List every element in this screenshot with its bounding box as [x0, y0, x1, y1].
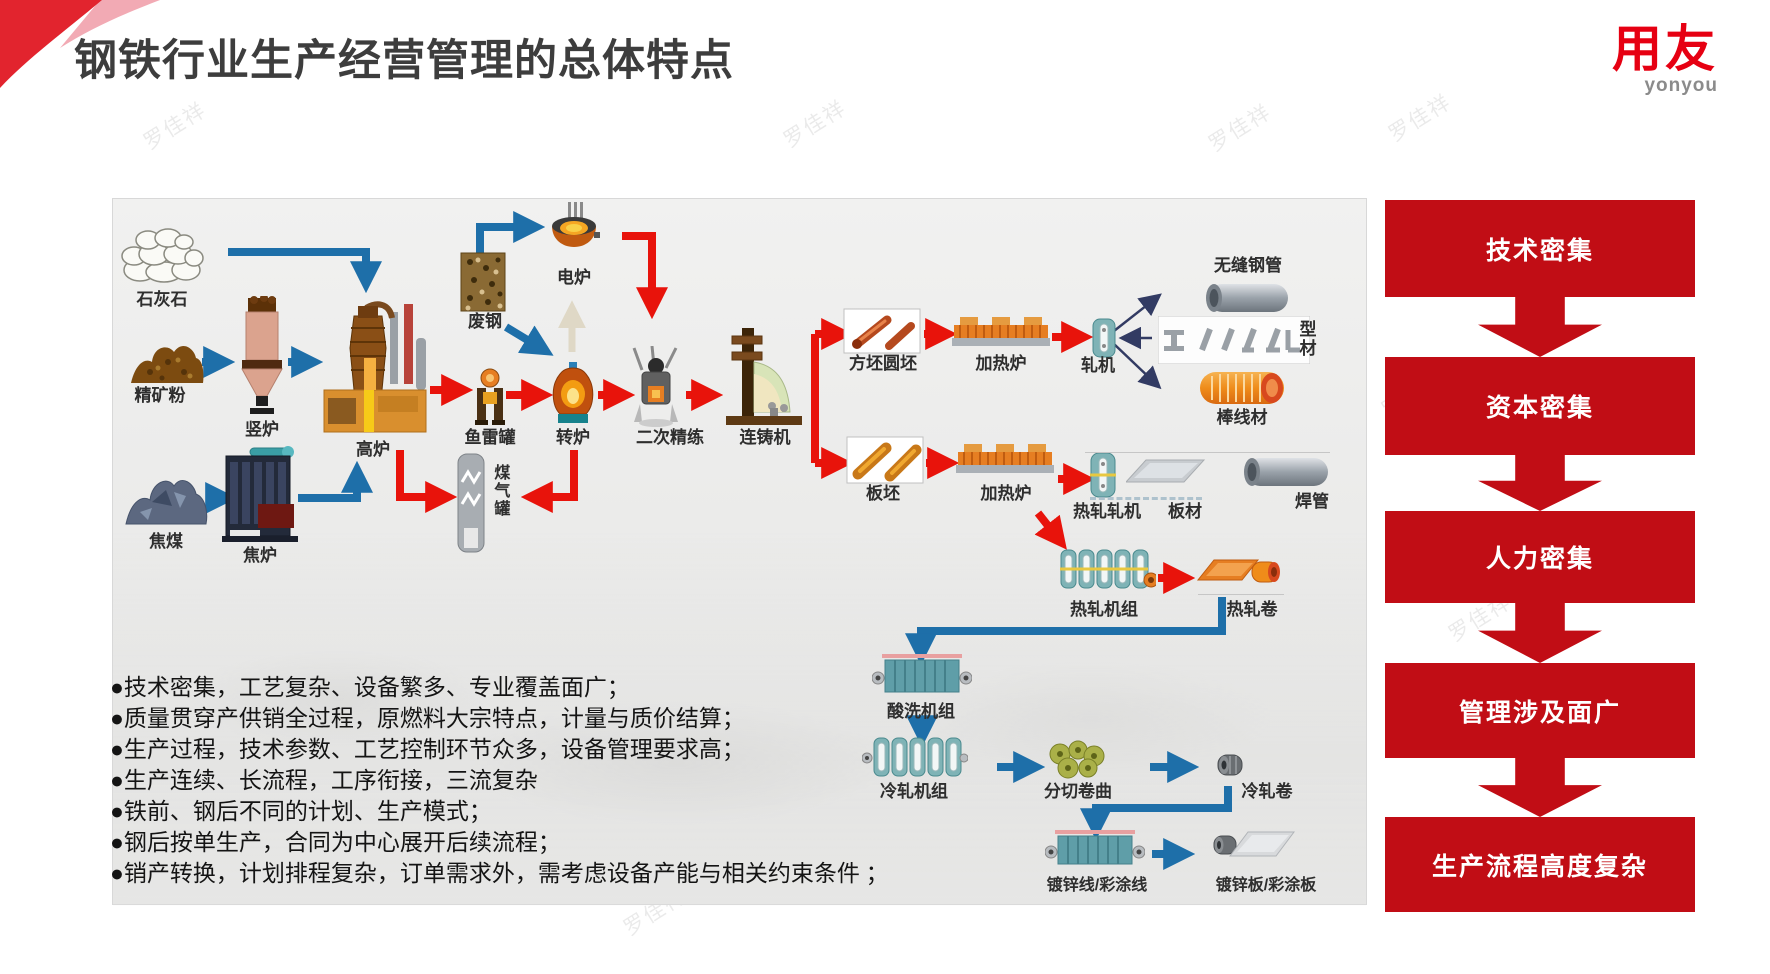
pillar-labor-intensive: 人力密集	[1385, 511, 1695, 603]
bullet-item: ●生产连续、长流程，工序衔接，三流复杂	[110, 768, 538, 793]
billet-icon	[843, 308, 921, 354]
feature-bullet-list: ●技术密集，工艺复杂、设备繁多、专业覆盖面广； ●质量贯穿产供销全过程，原燃料大…	[110, 672, 889, 889]
label-hot-rolling-mill: 热轧轧机	[1073, 502, 1141, 521]
section-steel-icon	[1158, 316, 1310, 364]
seamless-pipe-icon	[1206, 284, 1288, 312]
bar-wire-icon	[1200, 372, 1284, 404]
bullet-item: ●质量贯穿产供销全过程，原燃料大宗特点，计量与质价结算；	[110, 706, 745, 731]
cold-rolled-coil-icon	[1217, 754, 1243, 776]
label-continuous-caster: 连铸机	[739, 428, 791, 447]
torpedo-ladle-icon	[475, 368, 505, 425]
pickling-unit-icon	[872, 654, 972, 693]
label-scrap-steel: 废钢	[468, 312, 502, 331]
rolling-mill-icon	[1092, 318, 1116, 358]
label-ore-powder: 精矿粉	[134, 386, 186, 405]
label-galvanizing-line: 镀锌线/彩涂线	[1046, 877, 1148, 894]
label-hot-rolled-coil: 热轧卷	[1226, 600, 1278, 619]
pillar-down-arrow	[1478, 297, 1602, 357]
corner-ribbon-decoration	[0, 0, 160, 88]
blast-furnace-icon	[323, 301, 427, 433]
reheating-furnace-1-icon	[952, 317, 1050, 346]
label-electric-furnace: 电炉	[557, 268, 591, 287]
label-plate: 板材	[1168, 502, 1202, 521]
pillar-wide-management: 管理涉及面广	[1385, 663, 1695, 758]
galvanized-sheet-icon	[1213, 831, 1295, 857]
label-seamless-pipe: 无缝钢管	[1214, 256, 1282, 275]
label-blast-furnace: 高炉	[356, 440, 390, 459]
label-slab: 板坯	[866, 484, 900, 503]
label-torpedo-ladle: 鱼雷罐	[464, 428, 516, 447]
label-reheating-furnace-1: 加热炉	[975, 354, 1027, 373]
bullet-item: ●铁前、钢后不同的计划、生产模式；	[110, 799, 492, 824]
watermark: 罗佳祥	[779, 96, 851, 153]
label-billet: 方坯圆坯	[849, 354, 917, 373]
label-cold-rolled-coil: 冷轧卷	[1241, 782, 1293, 801]
reheating-furnace-2-icon	[956, 444, 1054, 473]
welded-pipe-icon	[1244, 458, 1328, 486]
background-landscape-image	[113, 529, 1366, 906]
watermark: 罗佳祥	[139, 98, 211, 155]
divider-line	[1085, 452, 1330, 453]
logo-en-text: yonyou	[1644, 75, 1718, 96]
pillar-down-arrow	[1478, 758, 1602, 817]
electric-furnace-icon	[552, 202, 600, 247]
label-galvanized-sheet: 镀锌板/彩涂板	[1215, 877, 1317, 894]
label-coking-coal: 焦煤	[149, 532, 183, 551]
label-bar-wire: 棒线材	[1216, 408, 1268, 427]
pillar-complex-process: 生产流程高度复杂	[1385, 817, 1695, 912]
watermark: 罗佳祥	[1384, 90, 1456, 147]
pillar-down-arrow	[1478, 455, 1602, 511]
continuous-caster-icon	[726, 328, 802, 425]
pillar-down-arrow	[1478, 603, 1602, 663]
limestone-icon	[121, 228, 204, 283]
logo-cn-text: 用友	[1612, 21, 1718, 77]
page-title: 钢铁行业生产经营管理的总体特点	[74, 37, 734, 85]
label-cold-rolling-unit: 冷轧机组	[880, 782, 948, 801]
scrap-steel-icon	[460, 252, 506, 312]
slitting-coiling-icon	[1049, 740, 1105, 779]
label-secondary-refining: 二次精练	[636, 428, 704, 447]
slab-icon	[846, 436, 924, 484]
cold-rolling-unit-icon	[862, 737, 968, 777]
label-converter: 转炉	[556, 428, 590, 447]
label-slitting-coiling: 分切卷曲	[1044, 782, 1112, 801]
label-rolling-mill: 轧机	[1081, 356, 1115, 375]
pillar-capital-intensive: 资本密集	[1385, 357, 1695, 455]
ore-powder-icon	[131, 345, 204, 383]
secondary-refining-icon	[632, 346, 678, 427]
roller-dashes	[1090, 497, 1202, 500]
label-section-steel: 型材	[1296, 320, 1316, 358]
label-limestone: 石灰石	[136, 290, 188, 309]
coking-coal-icon	[125, 480, 208, 525]
divider-line	[1198, 594, 1284, 595]
watermark: 罗佳祥	[1204, 100, 1276, 157]
bullet-item: ●生产过程，技术参数、工艺控制环节众多，设备管理要求高；	[110, 737, 745, 762]
label-hot-rolling-unit: 热轧机组	[1070, 600, 1138, 619]
pillar-tech-intensive: 技术密集	[1385, 200, 1695, 297]
label-welded-pipe: 焊管	[1295, 492, 1329, 511]
label-coke-oven: 焦炉	[243, 546, 277, 565]
bullet-item: ●技术密集，工艺复杂、设备繁多、专业覆盖面广；	[110, 675, 630, 700]
bullet-item: ●钢后按单生产，合同为中心展开后续流程；	[110, 830, 561, 855]
galvanizing-line-icon	[1045, 830, 1145, 865]
converter-icon	[552, 362, 594, 423]
hot-rolling-mill-icon	[1090, 452, 1116, 498]
coke-oven-icon	[222, 446, 298, 542]
hot-rolling-unit-icon	[1060, 549, 1156, 589]
label-shaft-furnace: 竖炉	[245, 420, 279, 439]
gas-holder-icon	[457, 453, 485, 553]
label-reheating-furnace-2: 加热炉	[980, 484, 1032, 503]
hot-rolled-coil-icon	[1196, 559, 1280, 583]
bullet-item: ●销产转换，计划排程复杂，订单需求外，需考虑设备产能与相关约束条件 ；	[110, 861, 889, 886]
plate-icon	[1126, 459, 1206, 483]
label-pickling-unit: 酸洗机组	[887, 702, 955, 721]
shaft-furnace-icon	[241, 296, 283, 414]
yonyou-logo: 用友 yonyou	[1612, 24, 1718, 95]
label-gas-holder: 煤气罐	[491, 464, 509, 518]
